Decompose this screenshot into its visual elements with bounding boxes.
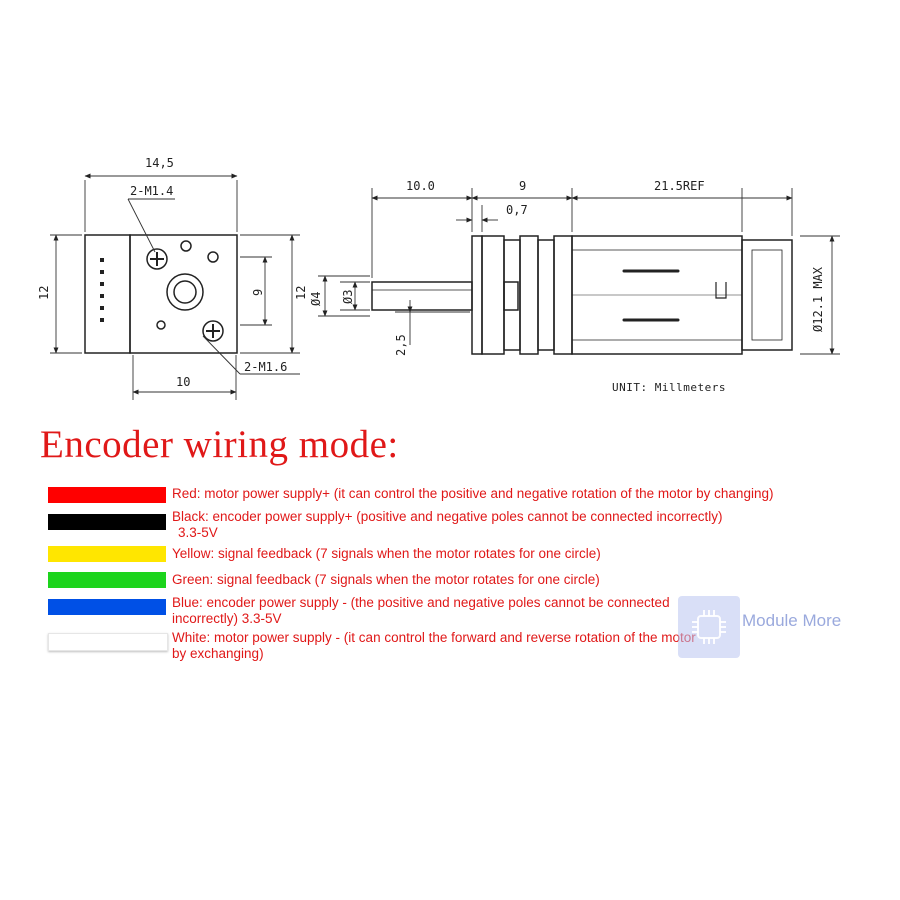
gear-plate-5 [553,235,573,355]
flange-plate [471,235,483,355]
side-dimensions [318,188,840,355]
wire-text-green-line1: Green: signal feedback (7 signals when t… [172,572,600,587]
dim-diameter-outer: Ø4 [309,292,323,306]
dim-screw-bottom: 2-M1.6 [244,360,287,374]
gear-plate-3 [519,235,539,355]
wire-text-white-line1: White: motor power supply - (it can cont… [172,630,696,645]
side-view [371,235,793,355]
hole-right [207,251,219,263]
wire-text-black-line1: Black: encoder power supply+ (positive a… [172,509,723,524]
dim-front-width: 14,5 [145,156,174,170]
output-shaft [371,281,473,311]
wire-text-white-line2: by exchanging) [172,646,264,661]
encoder-pins [100,258,104,322]
wire-swatch-black [48,514,166,530]
screw-top-left [146,248,168,270]
dim-gearbox-length: 9 [519,179,526,193]
encoder-cap [741,239,793,351]
wire-text-yellow-line1: Yellow: signal feedback (7 signals when … [172,546,601,561]
center-shaft [166,273,204,311]
wire-text-blue: Blue: encoder power supply - (the positi… [172,595,670,627]
gearbox-face-outline [129,234,238,354]
wire-swatch-red [48,487,166,503]
dim-screw-top: 2-M1.4 [130,184,173,198]
dim-flange-thickness: 0,7 [506,203,528,217]
gear-plate-1 [481,235,505,355]
wire-text-blue-line2: incorrectly) 3.3-5V [172,611,282,626]
dim-hole-spacing-v: 9 [251,289,265,296]
wire-swatch-blue [48,599,166,615]
wire-text-blue-line1: Blue: encoder power supply - (the positi… [172,595,670,610]
chip-icon [692,610,726,644]
wire-swatch-white [48,633,168,651]
dim-hole-spacing-h: 10 [176,375,190,389]
wire-text-red: Red: motor power supply+ (it can control… [172,486,773,502]
gear-shaft-stub [503,281,519,311]
hole-bottom-left [156,320,166,330]
wire-text-red-line1: Red: motor power supply+ (it can control… [172,486,774,501]
watermark-logo [678,596,740,658]
gear-plate-4 [537,239,555,351]
front-view [84,234,238,354]
front-dimensions [50,173,300,400]
motor-technical-drawing: 14,5 2-M1.4 12 12 9 10 2-M1.6 [37,156,840,400]
wire-text-white: White: motor power supply - (it can cont… [172,630,696,662]
wire-text-green: Green: signal feedback (7 signals when t… [172,572,600,588]
encoder-board-outline [84,234,131,354]
dim-shaft-length: 10.0 [406,179,435,193]
dim-front-height-left: 12 [37,286,51,300]
motor-tab [715,282,727,299]
wiring-title: Encoder wiring mode: [40,423,399,466]
wire-swatch-green [48,572,166,588]
dim-flat-depth: 2,5 [394,334,408,356]
watermark-label: Module More [742,611,842,630]
dim-motor-max-diameter: Ø12.1 MAX [811,266,825,332]
dim-diameter-shaft: Ø3 [341,290,355,304]
wire-text-yellow: Yellow: signal feedback (7 signals when … [172,546,601,562]
dim-front-height-right: 12 [294,286,308,300]
wire-text-black: Black: encoder power supply+ (positive a… [172,509,722,541]
dim-motor-length: 21.5REF [654,179,705,193]
screw-bottom-right [202,320,224,342]
unit-note: UNIT: Millmeters [612,381,726,394]
hole-top-right [180,240,192,252]
wire-text-black-line2: 3.3-5V [178,525,218,540]
wire-swatch-yellow [48,546,166,562]
